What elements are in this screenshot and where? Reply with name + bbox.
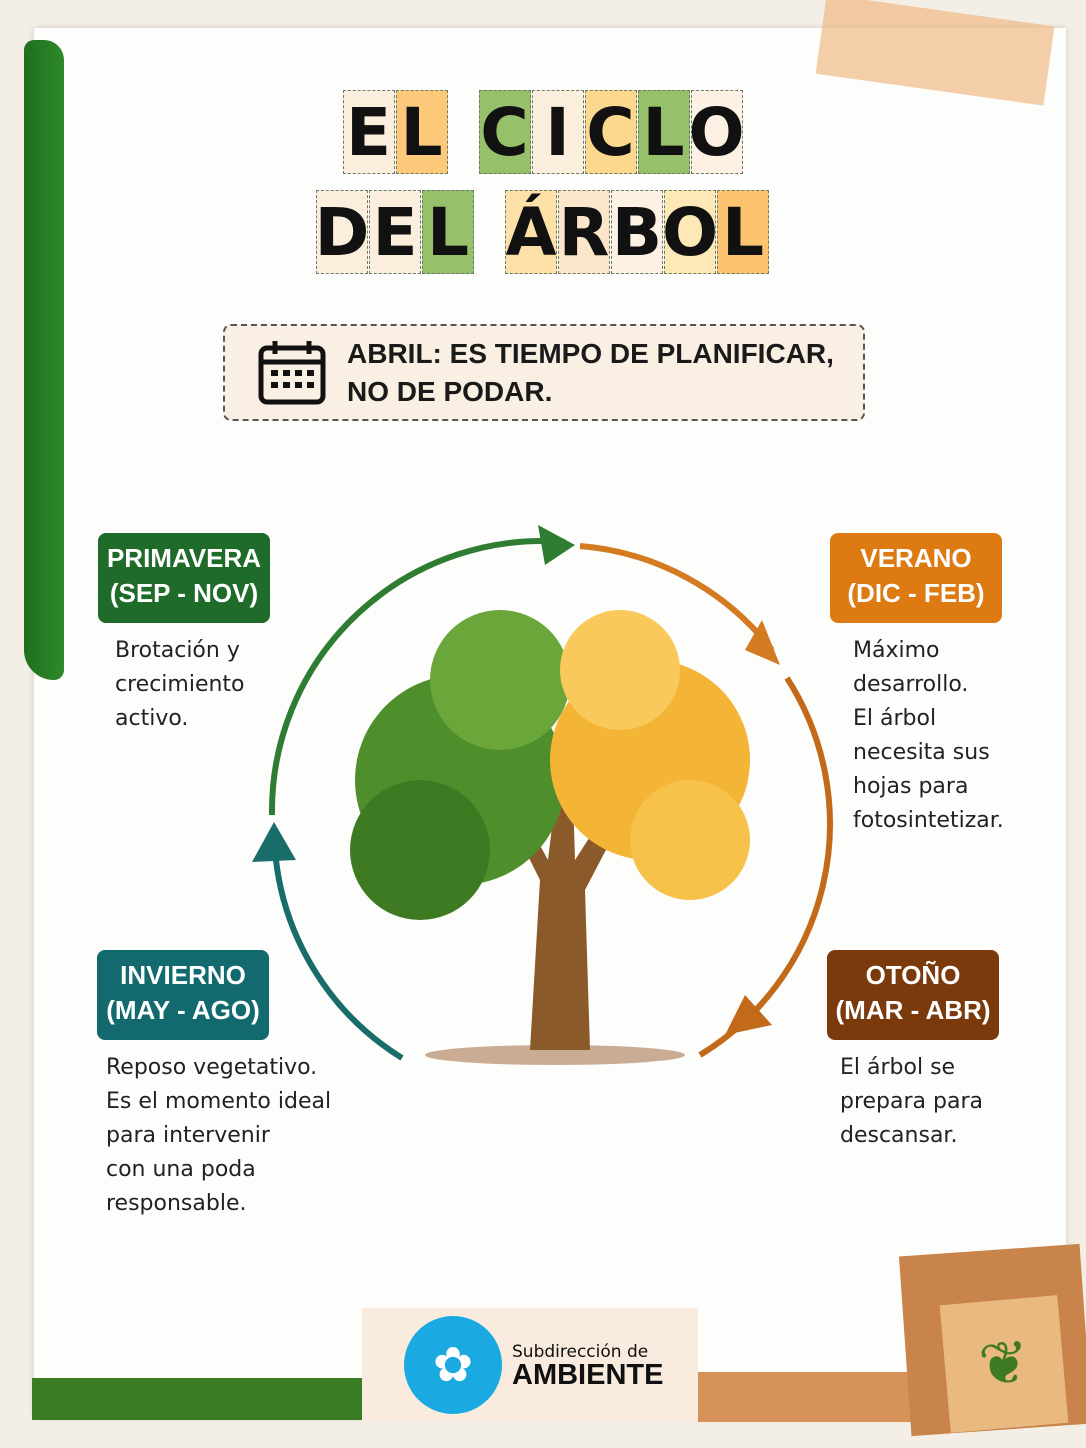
title-letter-tile: L	[395, 90, 448, 174]
season-name: OTOÑO	[865, 960, 961, 990]
season-months: (DIC - FEB)	[847, 578, 985, 608]
decorative-green-edge	[24, 40, 64, 680]
title-letter-tile: D	[315, 190, 369, 274]
desc-line: fotosintetizar.	[853, 808, 1004, 833]
desc-line: crecimiento	[115, 672, 245, 697]
season-description-otono: El árbol se prepara para descansar.	[840, 1051, 983, 1153]
desc-line: activo.	[115, 706, 189, 731]
season-name: VERANO	[860, 543, 972, 573]
desc-line: Reposo vegetativo.	[106, 1055, 318, 1080]
desc-line: prepara para	[840, 1089, 983, 1114]
decorative-bottom-strip	[32, 1378, 372, 1420]
desc-line: El árbol	[853, 706, 937, 731]
season-badge-otono: OTOÑO (MAR - ABR)	[827, 950, 999, 1040]
desc-line: desarrollo.	[853, 672, 969, 697]
title-letter-tile: L	[422, 190, 474, 274]
title-letter-tile: O	[688, 90, 745, 174]
desc-line: Máximo	[853, 638, 940, 663]
title-letter-tile: I	[531, 90, 584, 174]
arrow-head	[252, 822, 296, 862]
winter-arrow-arc	[272, 849, 404, 1061]
season-name: INVIERNO	[120, 960, 246, 990]
title-letter-tile: L	[717, 190, 769, 274]
title-letter-tile: Á	[505, 190, 557, 274]
desc-line: Es el momento ideal	[106, 1089, 332, 1114]
desc-line: para intervenir	[106, 1123, 270, 1148]
season-name: PRIMAVERA	[106, 543, 262, 573]
season-badge-primavera: PRIMAVERA (SEP - NOV)	[98, 533, 270, 623]
spring-arrow-arc	[268, 538, 566, 816]
arrow-head	[725, 995, 772, 1035]
season-months: (MAR - ABR)	[835, 995, 991, 1025]
title-letter-tile: E	[369, 190, 421, 274]
title-letter-tile: C	[478, 90, 531, 174]
title-letter-tile: B	[611, 190, 663, 274]
sun-sprout-icon: ✿	[404, 1316, 502, 1414]
desc-line: necesita sus	[853, 740, 990, 765]
arrow-head	[538, 525, 575, 565]
subdireccion-ambiente-logo: ✿ Subdirección de AMBIENTE	[362, 1308, 698, 1422]
season-description-verano: Máximo desarrollo. El árbol necesita sus…	[853, 634, 1004, 838]
desc-line: responsable.	[106, 1191, 247, 1216]
title-letter-tile: E	[342, 90, 395, 174]
title-letter-tile: R	[558, 190, 610, 274]
desc-line: descansar.	[840, 1123, 958, 1148]
arrow-head	[745, 620, 780, 665]
desc-line: con una poda	[106, 1157, 256, 1182]
season-months: (SEP - NOV)	[109, 578, 259, 608]
april-notice-banner: ABRIL: ES TIEMPO DE PLANIFICAR, NO DE POD…	[223, 324, 865, 421]
season-months: (MAY - AGO)	[106, 995, 260, 1025]
banner-line-1: ABRIL: ES TIEMPO DE PLANIFICAR,	[347, 337, 834, 369]
title-letter-tile: C	[584, 90, 637, 174]
desc-line: hojas para	[853, 774, 969, 799]
logo-line-1: Subdirección de	[512, 1342, 649, 1362]
logo-line-2: AMBIENTE	[512, 1359, 664, 1391]
season-description-primavera: Brotación y crecimiento activo.	[115, 634, 245, 736]
title-letter-tile: L	[637, 90, 690, 174]
desc-line: Brotación y	[115, 638, 240, 663]
season-badge-verano: VERANO (DIC - FEB)	[830, 533, 1002, 623]
banner-line-2: NO DE PODAR.	[347, 375, 553, 407]
summer-arrow-arc	[579, 543, 775, 652]
desc-line: El árbol se	[840, 1055, 956, 1080]
calendar-icon	[258, 340, 326, 404]
season-badge-invierno: INVIERNO (MAY - AGO)	[97, 950, 269, 1040]
season-description-invierno: Reposo vegetativo. Es el momento ideal p…	[106, 1051, 331, 1221]
tree-illustration	[350, 610, 750, 1065]
title-letter-tile: O	[662, 190, 718, 274]
